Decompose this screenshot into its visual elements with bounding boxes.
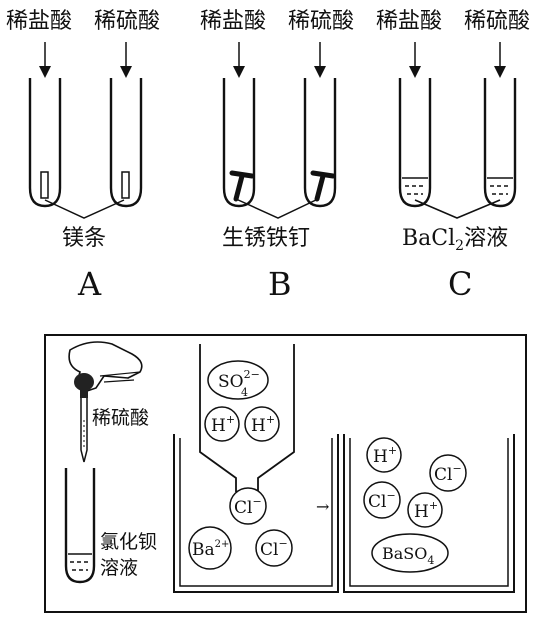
group-a: 稀盐酸 稀硫酸 镁条 A xyxy=(6,9,160,303)
ion-h-right-beaker-top: H+ xyxy=(366,437,402,473)
funnel-right-wall xyxy=(257,344,295,492)
group-a-substance-label: 镁条 xyxy=(62,226,106,251)
group-c-pointer-lines xyxy=(414,199,501,219)
ion-sulfate-funnel: SO2− 4 xyxy=(207,360,269,400)
group-c-left-acid-label: 稀盐酸 xyxy=(376,9,442,34)
left-beaker-inner xyxy=(179,438,333,587)
group-a-right-acid-label: 稀硫酸 xyxy=(94,9,160,34)
group-b-letter: B xyxy=(268,265,292,303)
group-c-substance-label: BaCl2溶液 xyxy=(402,226,508,254)
group-c-left-liquid xyxy=(402,177,428,195)
reaction-arrow: → xyxy=(316,497,329,516)
left-beaker-outer xyxy=(173,434,339,593)
bottom-test-tube xyxy=(64,468,96,584)
ion-h-right-beaker-mid: H+ xyxy=(407,492,443,528)
group-c-right-liquid xyxy=(487,177,513,195)
svg-text:H+: H+ xyxy=(373,444,397,467)
tube-label-line2: 溶液 xyxy=(100,557,138,579)
group-c-left-tube xyxy=(398,78,432,208)
group-a-right-tube xyxy=(109,78,143,208)
bottom-test-tube-liquid xyxy=(68,553,92,571)
svg-text:SO2−: SO2− xyxy=(218,368,260,392)
svg-text:4: 4 xyxy=(241,386,248,399)
group-b-right-acid-label: 稀硫酸 xyxy=(288,9,354,34)
right-beaker-outer xyxy=(343,434,515,593)
svg-text:BaSO4: BaSO4 xyxy=(382,544,434,567)
ion-cl-left-beaker-right: Cl− xyxy=(255,529,293,567)
svg-text:H+: H+ xyxy=(414,499,438,522)
ion-cl-left-beaker-center: Cl− xyxy=(229,487,267,525)
bottom-panel-frame xyxy=(44,334,527,613)
svg-text:Cl−: Cl− xyxy=(234,495,262,518)
group-b-left-acid-label: 稀盐酸 xyxy=(200,9,266,34)
funnel-left-wall xyxy=(199,344,237,492)
ion-cl-right-beaker-left: Cl− xyxy=(363,481,401,519)
svg-text:Cl−: Cl− xyxy=(260,537,288,560)
group-a-left-tube xyxy=(28,78,62,208)
ion-cl-right-beaker-right: Cl− xyxy=(429,454,467,492)
ion-h-funnel-left: H+ xyxy=(204,406,240,442)
svg-text:Cl−: Cl− xyxy=(368,489,396,512)
dropper-label: 稀硫酸 xyxy=(92,407,149,429)
svg-text:H+: H+ xyxy=(251,413,275,436)
group-c-right-tube xyxy=(483,78,517,208)
group-a-pointer-lines xyxy=(44,199,125,219)
group-a-left-acid-label: 稀盐酸 xyxy=(6,9,72,34)
tube-label-line1: 氯化钡 xyxy=(100,531,157,553)
group-a-right-magnesium-strip xyxy=(121,171,130,199)
group-a-left-magnesium-strip xyxy=(40,171,49,199)
svg-text:H+: H+ xyxy=(211,413,235,436)
hand-holding-dropper xyxy=(68,341,143,463)
group-a-letter: A xyxy=(77,265,102,303)
group-b-pointer-lines xyxy=(235,198,319,219)
group-b-substance-label: 生锈铁钉 xyxy=(222,226,310,251)
dropper-bulb xyxy=(74,373,94,391)
group-c-right-acid-label: 稀硫酸 xyxy=(464,9,530,34)
right-beaker-inner xyxy=(349,438,509,587)
svg-text:Cl−: Cl− xyxy=(434,462,462,485)
group-b-right-rusty-nail xyxy=(310,170,336,202)
group-b-left-tube xyxy=(222,78,256,208)
ion-h-funnel-right: H+ xyxy=(244,406,280,442)
ion-ba-left-beaker: Ba2+ xyxy=(188,526,232,570)
group-b-right-tube xyxy=(303,78,337,208)
group-b: 稀盐酸 稀硫酸 生锈铁钉 B xyxy=(200,9,354,303)
svg-text:Ba2+: Ba2+ xyxy=(192,539,229,560)
baso4-precipitate: BaSO4 xyxy=(371,533,449,573)
group-c: 稀盐酸 稀硫酸 BaCl2溶液 C xyxy=(376,9,530,303)
group-c-letter: C xyxy=(448,265,472,303)
group-b-left-rusty-nail xyxy=(229,170,255,202)
